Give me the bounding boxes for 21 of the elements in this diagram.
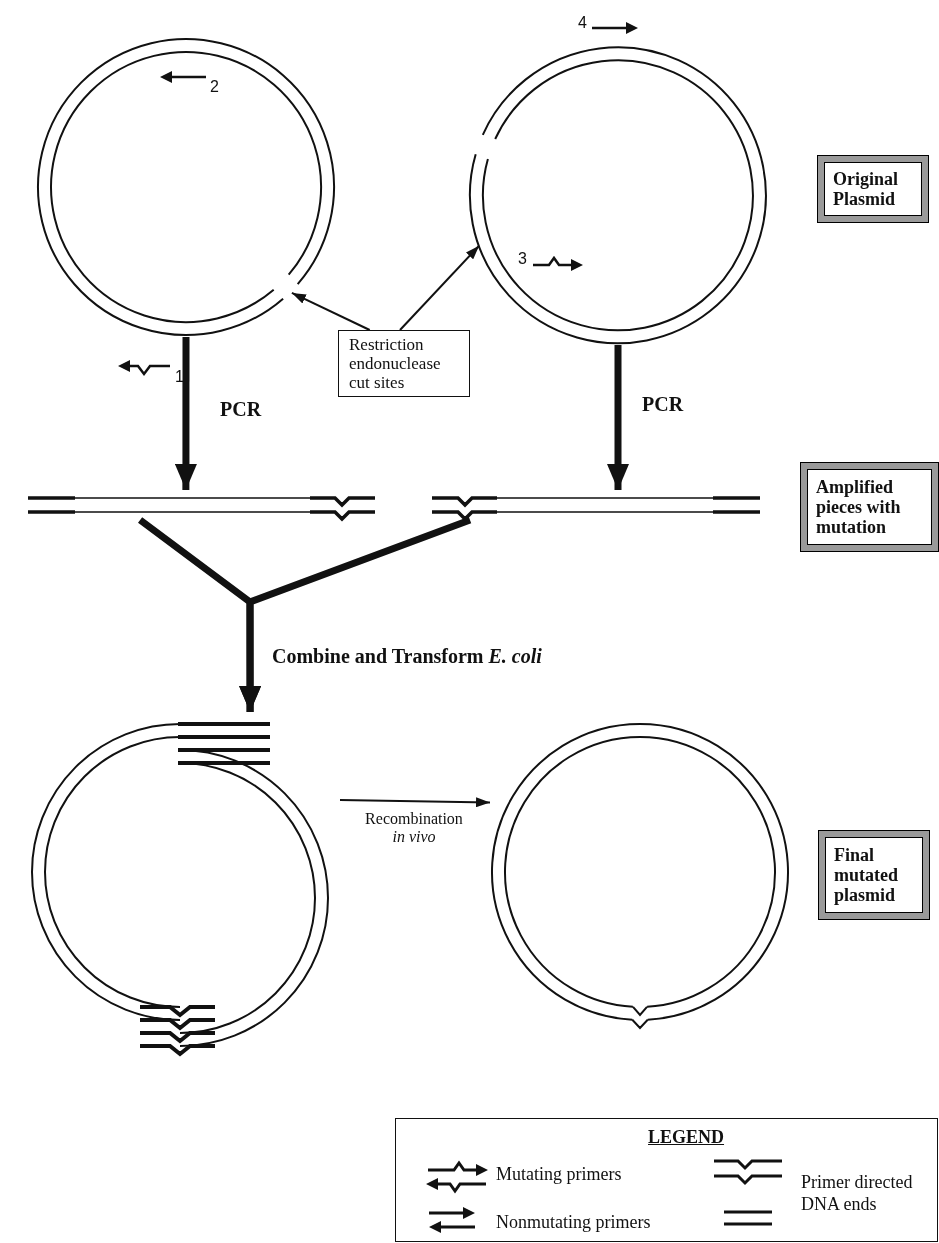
primer-number: 1 — [175, 368, 184, 386]
plasmid-drawing — [36, 37, 336, 337]
leader-arrow — [399, 244, 481, 331]
primer-number: 2 — [210, 78, 219, 96]
legend-text: Mutating primers — [496, 1163, 622, 1185]
box-label: Original Plasmid — [824, 162, 922, 216]
legend-text: Primer directed DNA ends — [801, 1171, 914, 1215]
label-box — [800, 462, 939, 552]
label-box — [817, 155, 929, 223]
box-label: Amplified pieces with mutation — [807, 469, 932, 545]
primer-number: 3 — [518, 250, 527, 268]
callout-box: Restriction endonuclease cut sites — [338, 330, 470, 397]
plasmid-drawing — [468, 45, 768, 345]
label-box — [818, 830, 930, 920]
plasmid-drawing — [490, 722, 790, 1032]
legend-text: Nonmutating primers — [496, 1211, 651, 1233]
box-label: Final mutated plasmid — [825, 837, 923, 913]
arrow — [339, 797, 491, 808]
leader-arrow — [290, 291, 371, 331]
legend-title: LEGEND — [648, 1127, 725, 1148]
primer-number: 4 — [578, 14, 587, 32]
